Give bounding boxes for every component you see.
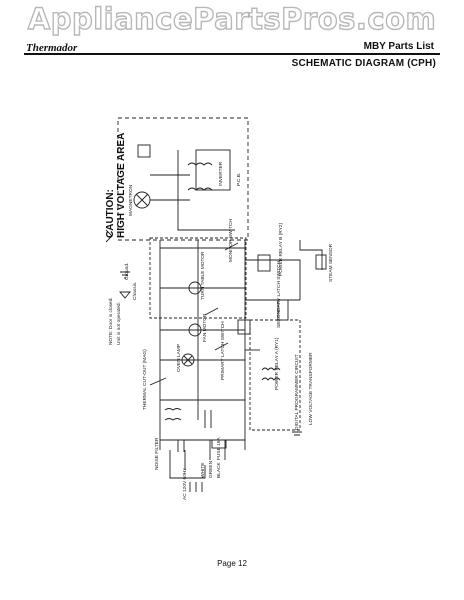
power-relay-b-label: POWER RELAY B (RY2) — [278, 223, 284, 276]
high-voltage-label: HIGH VOLTAGE AREA — [116, 133, 127, 238]
supply-plug-symbol — [189, 482, 203, 492]
watermark-text: AppliancePartsPros.com — [27, 1, 437, 36]
high-voltage-area-border — [117, 117, 249, 241]
monitor-switch-symbol — [224, 242, 239, 251]
inverter-block — [195, 149, 231, 191]
wire-white-label: WHITE — [200, 463, 206, 478]
monitor-switch-label: MONITOR SWITCH — [228, 219, 234, 262]
turntable-motor-label: TURN TABLE MOTOR — [200, 251, 206, 300]
wire-black-label: BLACK — [216, 461, 222, 478]
programmer-box — [249, 319, 301, 431]
note-line-2: Unit is not operated. — [116, 302, 122, 345]
fan-motor-symbol — [188, 323, 202, 337]
turntable-motor-symbol — [188, 281, 202, 295]
power-relay-a-label: POWER RELAY A (RY1) — [274, 337, 280, 390]
chassis-label: Chassis. — [132, 282, 138, 300]
oven-lamp-symbol — [181, 353, 195, 367]
relay-block — [137, 144, 151, 158]
steam-sensor-symbol — [315, 254, 327, 270]
secondary-switch-label: SECONDARY LATCH SWITCH — [276, 260, 282, 328]
primary-switch-symbol — [214, 342, 229, 351]
caution-label: CAUTION: — [105, 189, 116, 238]
page-number: Page 12 — [217, 559, 247, 568]
low-voltage-transformer-label: LOW VOLTAGE TRANSFORMER — [308, 352, 314, 425]
oven-lamp-label: OVEN LAMP — [176, 344, 182, 372]
pcb-label: P.C.B. — [236, 173, 242, 186]
ground-symbol — [120, 271, 130, 279]
fuse-symbol — [211, 439, 227, 449]
supply-label: AC 120V 60Hz — [182, 468, 188, 500]
fuse-label: FUSE 15A — [216, 437, 222, 460]
magnetron-label: MAGNETRON — [128, 184, 134, 216]
brand-logo: Thermador — [26, 42, 78, 54]
noise-filter-label: NOISE FILTER — [154, 437, 160, 470]
doc-title: MBY Parts List — [363, 41, 434, 52]
magnetron-symbol — [133, 191, 151, 209]
digital-programmer-label: DIGITAL PROGRAMMER CIRCUIT — [294, 354, 300, 430]
note-line-1: NOTE: Door is closed. — [108, 297, 114, 345]
secondary-switch-symbol — [204, 307, 219, 316]
fan-motor-label: FAN MOTOR — [202, 313, 208, 342]
steam-sensor-label: STEAM SENSOR — [328, 243, 334, 282]
component-box — [149, 237, 247, 319]
section-title: SCHEMATIC DIAGRAM (CPH) — [291, 58, 436, 69]
inverter-label: INVERTER — [218, 161, 224, 186]
primary-switch-label: PRIMARY LATCH SWITCH — [220, 321, 226, 380]
wire-green-label: GREEN — [208, 460, 214, 478]
ground-label: Ground. — [124, 263, 130, 280]
thermal-cutout-label: THERMAL CUT-OUT (MAG) — [142, 349, 148, 410]
thermal-cutout-symbol — [149, 377, 167, 386]
header-rule — [24, 53, 440, 55]
